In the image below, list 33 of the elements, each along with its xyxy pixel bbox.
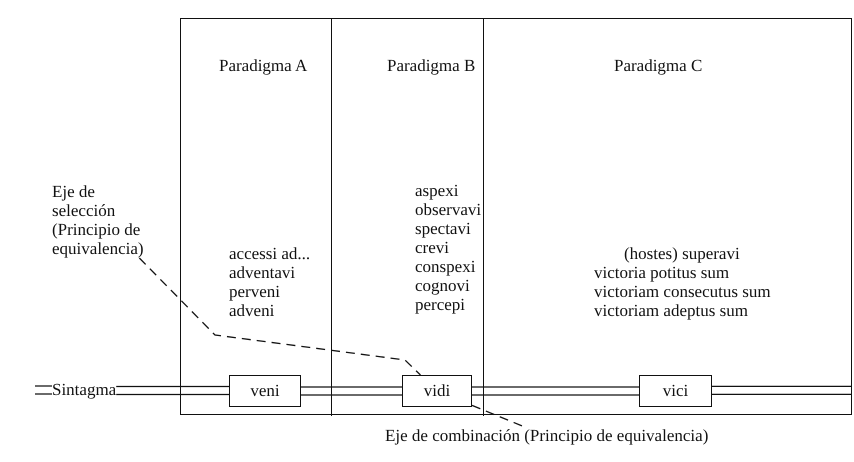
double-line bbox=[711, 386, 853, 396]
frame-box bbox=[180, 18, 852, 415]
word-form: cognovi bbox=[415, 276, 470, 295]
axis-label: Eje de combinación (Principio de equivalencia) bbox=[385, 426, 708, 446]
word-box: vici bbox=[639, 375, 712, 407]
word-form: victoriam consecutus sum bbox=[594, 282, 771, 301]
word-form: adventavi bbox=[229, 263, 296, 282]
dashed-line bbox=[472, 404, 523, 427]
word-box: vidi bbox=[402, 375, 472, 407]
double-line bbox=[300, 386, 403, 396]
word-form: (hostes) superavi bbox=[624, 244, 740, 263]
double-line bbox=[471, 386, 640, 396]
axis-label: Sintagma bbox=[52, 380, 116, 400]
word-form: spectavi bbox=[415, 219, 471, 238]
word-form: crevi bbox=[415, 238, 449, 257]
word-form: victoriam adeptus sum bbox=[594, 301, 748, 320]
word-form: accessi ad... bbox=[229, 244, 310, 263]
dashed-line bbox=[138, 258, 421, 376]
word-form: observavi bbox=[415, 200, 482, 219]
word-box: veni bbox=[229, 375, 301, 407]
paradigm-column bbox=[331, 19, 483, 416]
column-heading: Paradigma C bbox=[614, 56, 702, 75]
word-form: conspexi bbox=[415, 257, 476, 276]
column-heading: Paradigma A bbox=[219, 56, 308, 75]
double-line bbox=[116, 386, 230, 396]
word-form: victoria potitus sum bbox=[594, 263, 730, 282]
word-form: percepi bbox=[415, 295, 466, 314]
axis-label: Eje de selección (Principio de equivalencia) bbox=[52, 182, 152, 258]
double-line bbox=[34, 385, 53, 395]
word-form: perveni bbox=[229, 282, 280, 301]
word-form: aspexi bbox=[415, 181, 458, 200]
column-heading: Paradigma B bbox=[387, 56, 476, 75]
word-form: adveni bbox=[229, 301, 274, 320]
